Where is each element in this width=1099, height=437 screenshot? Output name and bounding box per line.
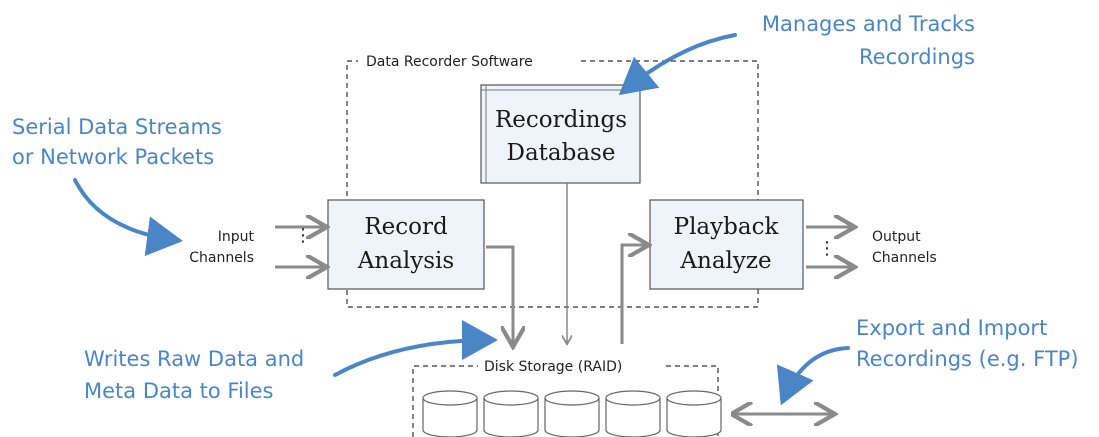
database-title-line2: Database — [507, 140, 616, 166]
playback-analyze-box: Playback Analyze — [649, 199, 804, 290]
output-arrows: ⋮ — [806, 227, 852, 267]
manages-annotation-arrow — [618, 33, 737, 96]
software-container-label: Data Recorder Software — [366, 54, 533, 70]
export-annotation-line2: Recordings (e.g. FTP) — [856, 347, 1079, 371]
software-container: Data Recorder Software — [346, 52, 759, 308]
manages-annotation-line2: Recordings — [859, 45, 975, 69]
playback-title-line1: Playback — [674, 214, 780, 240]
output-channels-line2: Channels — [872, 250, 937, 266]
disk-array — [422, 390, 722, 437]
input-arrows: ⋮ — [275, 225, 324, 267]
input-channels-line1: Input — [218, 229, 255, 245]
export-annotation-arrow — [776, 346, 850, 406]
manages-annotation-line1: Manages and Tracks — [762, 12, 975, 36]
serial-annotation-line2: or Network Packets — [12, 145, 214, 169]
serial-annotation-arrow — [73, 178, 183, 257]
input-channels-line2: Channels — [189, 250, 254, 266]
database-title-line1: Recordings — [495, 107, 627, 133]
disk-storage-label: Disk Storage (RAID) — [484, 359, 622, 375]
record-analysis-box: Record Analysis — [327, 199, 485, 290]
disk-icon — [544, 390, 600, 437]
writes-annotation-line2: Meta Data to Files — [84, 379, 273, 403]
disk-icon — [605, 390, 661, 437]
recordings-database-box: Recordings Database — [480, 84, 641, 184]
export-annotation-line1: Export and Import — [856, 316, 1047, 340]
storage-to-playback-arrow — [620, 245, 646, 344]
serial-annotation-line1: Serial Data Streams — [12, 115, 222, 139]
record-to-storage-arrow — [486, 245, 513, 344]
disk-icon — [422, 390, 478, 437]
disk-icon — [666, 390, 722, 437]
disk-storage-container: Disk Storage (RAID) — [412, 356, 719, 437]
writes-annotation-arrow — [333, 320, 498, 377]
output-dots-icon: ⋮ — [818, 238, 836, 259]
input-dots-icon: ⋮ — [294, 225, 312, 246]
output-channels-line1: Output — [872, 229, 921, 245]
disk-icon — [483, 390, 539, 437]
record-title-line2: Analysis — [357, 248, 454, 274]
playback-title-line2: Analyze — [679, 248, 771, 274]
writes-annotation-line1: Writes Raw Data and — [84, 347, 304, 371]
record-title-line1: Record — [364, 214, 448, 240]
